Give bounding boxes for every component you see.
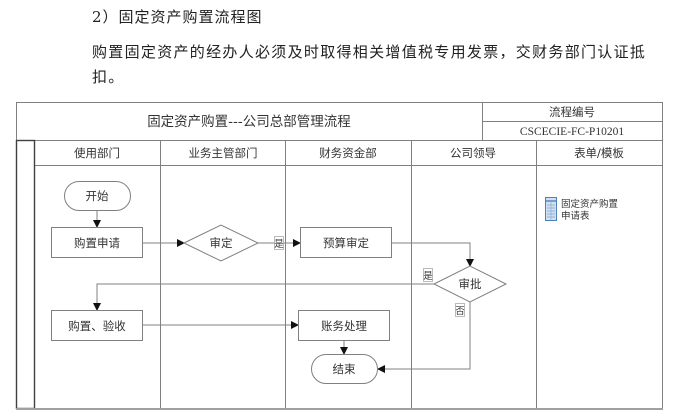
- node-start: 开始: [64, 181, 131, 211]
- label-review-yes: 是: [274, 236, 284, 250]
- node-budget-review: 预算审定: [300, 227, 392, 258]
- node-review-decision: 审定: [182, 224, 260, 262]
- svg-text:审定: 审定: [210, 236, 233, 250]
- node-accounting: 账务处理: [298, 310, 390, 341]
- svg-text:开始: 开始: [86, 189, 109, 203]
- label-approval-yes: 是: [423, 268, 433, 282]
- edge-approval-yes-to-accept: [93, 283, 434, 311]
- svg-text:结束: 结束: [333, 362, 356, 376]
- svg-text:购置申请: 购置申请: [74, 236, 120, 250]
- svg-text:购置、验收: 购置、验收: [68, 319, 126, 333]
- svg-text:是: 是: [274, 239, 284, 250]
- edge-budget-to-approval: [392, 242, 474, 267]
- node-purchase-accept: 购置、验收: [51, 310, 143, 341]
- node-approval-decision: 审批: [432, 265, 508, 303]
- svg-text:预算审定: 预算审定: [323, 236, 369, 250]
- lane-header-finance-dept: 财务资金部: [319, 146, 377, 160]
- flowchart-title: 固定资产购置---公司总部管理流程: [147, 114, 351, 130]
- svg-text:是: 是: [423, 271, 433, 282]
- lane-header-forms: 表单/模板: [574, 146, 624, 160]
- lane-index-column: [15, 139, 36, 410]
- svg-text:审批: 审批: [459, 277, 482, 291]
- form-template-link[interactable]: 固定资产购置 申请表: [545, 197, 619, 223]
- svg-text:账务处理: 账务处理: [321, 319, 367, 333]
- process-code-label: 流程编号: [549, 105, 595, 119]
- lane-header-user-dept: 使用部门: [74, 146, 120, 160]
- section-heading: 2）固定资产购置流程图: [92, 8, 263, 26]
- node-end: 结束: [311, 354, 378, 384]
- lane-header-business-dept: 业务主管部门: [189, 146, 258, 160]
- form-name-line1: 固定资产购置: [561, 198, 618, 210]
- node-purchase-request: 购置申请: [51, 227, 143, 258]
- spreadsheet-icon: [545, 197, 557, 221]
- edge-approval-no-to-end: [377, 302, 471, 373]
- form-name-line2: 申请表: [561, 210, 590, 222]
- label-approval-no: 否: [455, 303, 465, 317]
- body-paragraph: 购置固定资产的经办人必须及时取得相关增值税专用发票，交财务部门认证抵扣。: [92, 43, 647, 86]
- process-code-value: CSCECIE-FC-P10201: [520, 126, 624, 138]
- svg-text:否: 否: [455, 306, 465, 317]
- lane-header-company-leader: 公司领导: [450, 146, 496, 160]
